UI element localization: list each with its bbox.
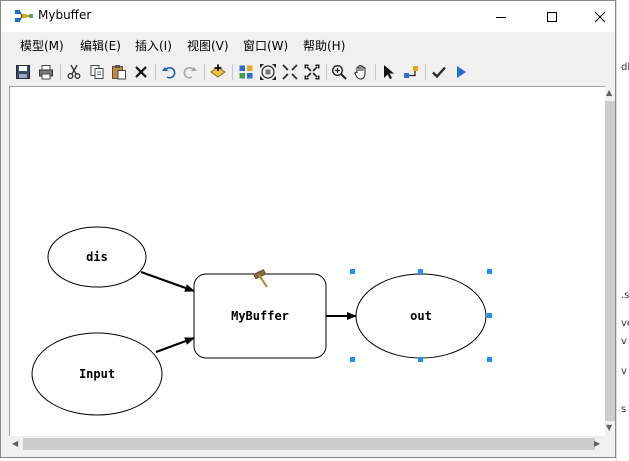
- cut-icon: [67, 64, 81, 79]
- save-icon: [16, 65, 30, 79]
- data-node-input[interactable]: Input: [31, 332, 163, 416]
- close-button[interactable]: [577, 1, 623, 32]
- horizontal-scroll-thumb[interactable]: [23, 438, 595, 450]
- menu-edit[interactable]: 编辑(E): [80, 39, 121, 53]
- selection-handles[interactable]: [350, 269, 492, 362]
- zoom-in-fixed-icon: [282, 64, 298, 80]
- model-canvas[interactable]: dis Input MyBuffer out: [9, 86, 606, 437]
- node-label-input: Input: [79, 367, 115, 381]
- redo-icon: [183, 67, 197, 79]
- tool-node-mybuffer[interactable]: MyBuffer: [193, 269, 327, 359]
- minimize-icon: [496, 16, 506, 18]
- zoom-out-fixed-button[interactable]: [302, 62, 322, 82]
- toolbar-separator: [232, 64, 233, 80]
- background-text: v: [621, 336, 627, 347]
- maximize-button[interactable]: [529, 1, 575, 32]
- print-icon: [39, 65, 53, 80]
- selection-handle[interactable]: [418, 357, 423, 362]
- run-button[interactable]: [451, 62, 471, 82]
- title-bar[interactable]: Mybuffer: [1, 1, 615, 32]
- scroll-right-arrow-icon[interactable]: ▶: [594, 439, 601, 448]
- paste-button[interactable]: [109, 62, 129, 82]
- add-data-icon: [210, 64, 226, 78]
- minimize-button[interactable]: [478, 1, 524, 32]
- hammer-icon: [253, 269, 268, 288]
- save-button[interactable]: [13, 62, 33, 82]
- delete-button[interactable]: [131, 62, 151, 82]
- menu-help[interactable]: 帮助(H): [303, 39, 346, 53]
- node-label-dis: dis: [86, 250, 108, 264]
- toolbar-separator: [155, 64, 156, 80]
- menu-insert[interactable]: 插入(I): [135, 39, 172, 53]
- selection-handle[interactable]: [487, 357, 492, 362]
- validate-icon: [432, 66, 446, 79]
- data-node-out[interactable]: out: [355, 273, 487, 359]
- paste-icon: [112, 65, 126, 80]
- select-icon: [384, 65, 394, 79]
- scroll-up-arrow-icon[interactable]: ▲: [606, 88, 613, 97]
- run-icon: [457, 66, 466, 78]
- full-extent-icon: [260, 64, 276, 80]
- validate-button[interactable]: [429, 62, 449, 82]
- model-diagram: dis Input MyBuffer out: [31, 226, 492, 416]
- background-window-edge: dl .s ve v v s: [616, 0, 629, 461]
- zoom-in-icon: [331, 64, 347, 80]
- selection-handle[interactable]: [487, 269, 492, 274]
- background-text: ve: [621, 318, 629, 329]
- add-data-button[interactable]: [208, 62, 228, 82]
- copy-icon: [90, 65, 104, 79]
- selection-handle[interactable]: [487, 313, 492, 318]
- scroll-left-arrow-icon[interactable]: ◀: [12, 439, 19, 448]
- horizontal-scrollbar[interactable]: ◀ ▶: [9, 436, 605, 452]
- toolbar-separator: [425, 64, 426, 80]
- pan-button[interactable]: [351, 62, 371, 82]
- background-text: v: [621, 366, 627, 377]
- toolbar-separator: [204, 64, 205, 80]
- background-text: s: [621, 404, 627, 415]
- vertical-scroll-thumb[interactable]: [605, 101, 615, 421]
- menu-window[interactable]: 窗口(W): [243, 39, 289, 53]
- connector-dis-to-tool: [140, 271, 195, 292]
- menu-view[interactable]: 视图(V): [187, 39, 229, 53]
- auto-layout-icon: [239, 65, 253, 79]
- toolbar: [1, 58, 615, 86]
- toolbar-separator: [375, 64, 376, 80]
- print-button[interactable]: [36, 62, 56, 82]
- selection-handle[interactable]: [350, 269, 355, 274]
- selection-handle[interactable]: [350, 357, 355, 362]
- background-text: dl: [621, 62, 629, 73]
- connect-button[interactable]: [401, 62, 421, 82]
- pan-icon: [354, 65, 366, 80]
- close-icon: [594, 11, 606, 22]
- menu-model[interactable]: 模型(M): [20, 39, 64, 53]
- toolbar-separator: [326, 64, 327, 80]
- connect-icon: [404, 66, 418, 78]
- zoom-out-fixed-icon: [304, 64, 320, 80]
- menu-bar: 模型(M) 编辑(E) 插入(I) 视图(V) 窗口(W) 帮助(H): [1, 32, 615, 58]
- scroll-down-arrow-icon[interactable]: ▼: [606, 423, 613, 432]
- undo-icon: [162, 67, 176, 79]
- maximize-icon: [547, 11, 557, 22]
- toolbar-separator: [60, 64, 61, 80]
- window-title: Mybuffer: [38, 8, 92, 22]
- zoom-in-button[interactable]: [329, 62, 349, 82]
- copy-button[interactable]: [87, 62, 107, 82]
- data-node-dis[interactable]: dis: [47, 226, 147, 288]
- cut-button[interactable]: [64, 62, 84, 82]
- full-extent-button[interactable]: [258, 62, 278, 82]
- connector-input-to-tool: [155, 337, 195, 353]
- delete-icon: [135, 66, 147, 78]
- model-app-icon: [15, 10, 33, 22]
- select-button[interactable]: [379, 62, 399, 82]
- modelbuilder-window: Mybuffer 模型(M) 编辑(E) 插入(I) 视图(V) 窗口(W) 帮…: [0, 0, 616, 458]
- zoom-in-fixed-button[interactable]: [280, 62, 300, 82]
- redo-button[interactable]: [180, 62, 200, 82]
- undo-button[interactable]: [159, 62, 179, 82]
- selection-handle[interactable]: [418, 269, 423, 274]
- node-label-out: out: [410, 309, 432, 323]
- background-text: .s: [621, 290, 629, 301]
- auto-layout-button[interactable]: [236, 62, 256, 82]
- node-label-tool: MyBuffer: [231, 309, 289, 323]
- vertical-scrollbar[interactable]: ▲ ▼: [605, 86, 615, 436]
